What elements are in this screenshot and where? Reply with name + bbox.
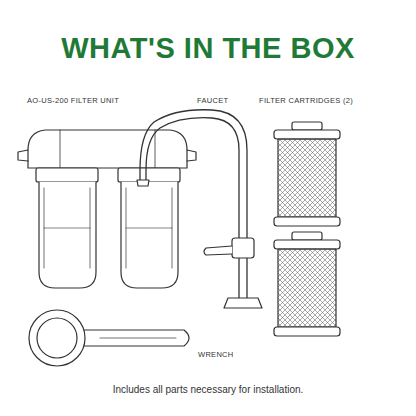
part-label: FAUCET	[197, 96, 228, 105]
wrench	[29, 310, 189, 366]
part-label: FILTER CARTRIDGES (2)	[259, 96, 353, 105]
filter-unit	[18, 130, 196, 288]
filter-cartridges	[274, 122, 340, 336]
page-title: WHAT'S IN THE BOX	[61, 32, 355, 65]
faucet	[137, 110, 262, 308]
caption: Includes all parts necessary for install…	[113, 384, 304, 395]
part-label: AO-US-200 FILTER UNIT	[27, 96, 119, 105]
part-label: WRENCH	[198, 350, 234, 359]
